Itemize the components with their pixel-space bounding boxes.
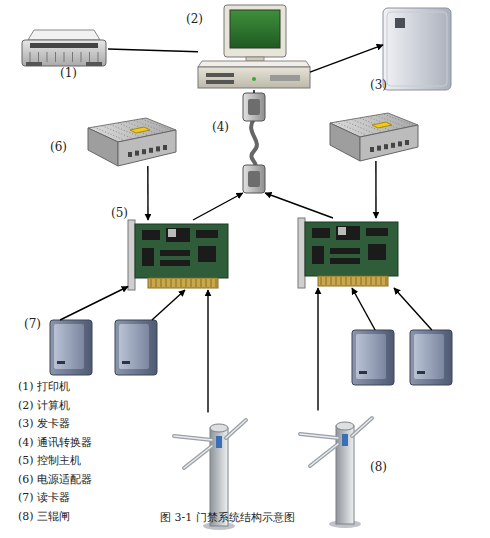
callout-number: (1) — [60, 66, 77, 80]
connector-arrow — [152, 290, 185, 320]
connector-arrow — [352, 288, 375, 330]
card-reader — [115, 320, 157, 375]
card-reader-art — [352, 330, 394, 385]
connector-arrow — [60, 287, 128, 321]
callout-number: (8) — [370, 460, 387, 474]
legend-item: (5) 控制主机 — [18, 454, 81, 467]
card-issuer-device-art — [383, 8, 451, 90]
card-issuer-device: (3) — [383, 8, 451, 90]
legend-item: (1) 打印机 — [18, 380, 70, 393]
legend-item: (3) 发卡器 — [18, 417, 70, 430]
control-host-art — [298, 218, 398, 288]
card-reader — [410, 330, 452, 385]
control-host — [298, 218, 398, 288]
converter-device: (4) — [240, 93, 268, 193]
power-adapter: (6) — [88, 118, 176, 166]
connector-arrow — [193, 193, 243, 220]
legend-item: (6) 电源适配器 — [18, 473, 92, 486]
printer-device: (1) — [20, 28, 108, 70]
callout-number: (5) — [111, 206, 128, 220]
computer-device: (2) — [198, 5, 310, 90]
connector-arrow — [207, 290, 208, 412]
callout-number: (2) — [186, 12, 203, 26]
printer-device-art — [20, 28, 108, 70]
power-adapter-art — [330, 113, 420, 161]
power-adapter-art — [88, 118, 176, 166]
power-adapter — [330, 113, 420, 161]
connector-arrow — [108, 49, 198, 52]
figure-caption: 图 3-1 门禁系统结构示意图 — [160, 511, 295, 524]
card-reader — [352, 330, 394, 385]
connector-arrow — [310, 45, 383, 72]
connector-arrow — [394, 288, 432, 330]
turnstile-gate-art — [298, 408, 378, 528]
computer-device-art — [198, 5, 310, 90]
connector-arrow — [317, 288, 318, 410]
connector-arrow — [375, 161, 377, 218]
callout-number: (4) — [212, 120, 229, 134]
connector-arrow — [253, 90, 254, 93]
callout-number: (6) — [50, 140, 67, 154]
callout-number: (7) — [24, 317, 41, 331]
card-reader-art — [50, 320, 92, 375]
connector-arrow — [265, 193, 333, 218]
legend-item: (2) 计算机 — [18, 399, 70, 412]
control-host: (5) — [128, 220, 228, 290]
card-reader-art — [115, 320, 157, 375]
control-host-art — [128, 220, 228, 290]
card-reader: (7) — [50, 320, 92, 375]
card-reader-art — [410, 330, 452, 385]
legend-item: (8) 三辊闸 — [18, 510, 70, 523]
converter-device-art — [240, 93, 268, 193]
legend-item: (7) 读卡器 — [18, 491, 70, 504]
legend-item: (4) 通讯转换器 — [18, 436, 92, 449]
connector-arrow — [147, 166, 149, 220]
callout-number: (3) — [370, 78, 387, 92]
turnstile-gate: (8) — [298, 408, 378, 528]
